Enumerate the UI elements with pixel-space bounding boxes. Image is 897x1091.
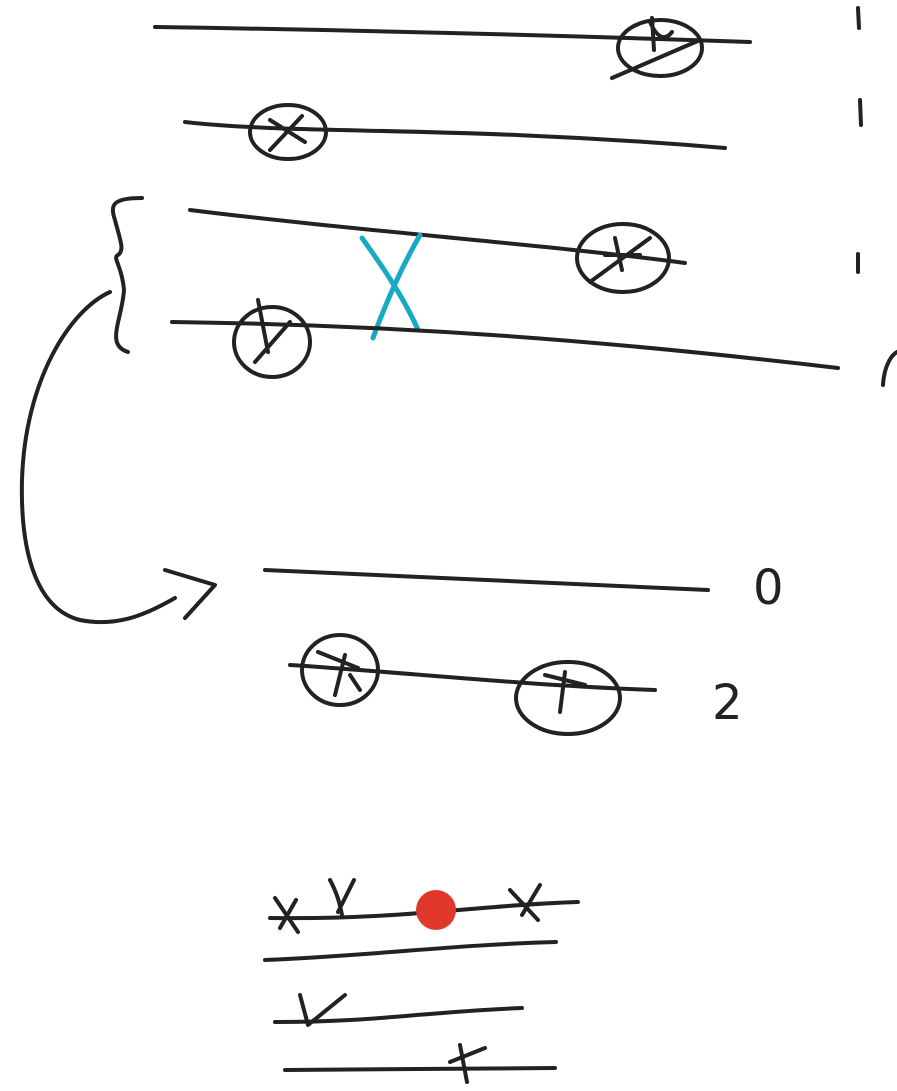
circled-cross-icon [575, 222, 671, 294]
dash-marks [856, 6, 897, 387]
strand-9 [273, 993, 524, 1027]
strand-6 [288, 663, 657, 692]
curved-arrow-icon [19, 290, 217, 625]
strand-1 [153, 25, 752, 44]
circled-cross-icon [514, 660, 622, 736]
circled-cross-icon [610, 16, 704, 80]
curly-brace-icon [110, 196, 144, 354]
strand-5 [263, 568, 710, 592]
circled-cross-icon [300, 633, 380, 707]
strand-2 [183, 120, 727, 150]
strand-10 [283, 1043, 557, 1084]
label-two: 2 [712, 675, 743, 731]
circled-cross-icon [232, 298, 312, 379]
strand-4 [170, 320, 840, 370]
red-dot-icon [416, 890, 456, 930]
label-zero: 0 [753, 560, 784, 616]
strand-8 [263, 940, 558, 962]
crossover-x-icon [359, 232, 423, 341]
circled-cross-icon [248, 103, 328, 161]
